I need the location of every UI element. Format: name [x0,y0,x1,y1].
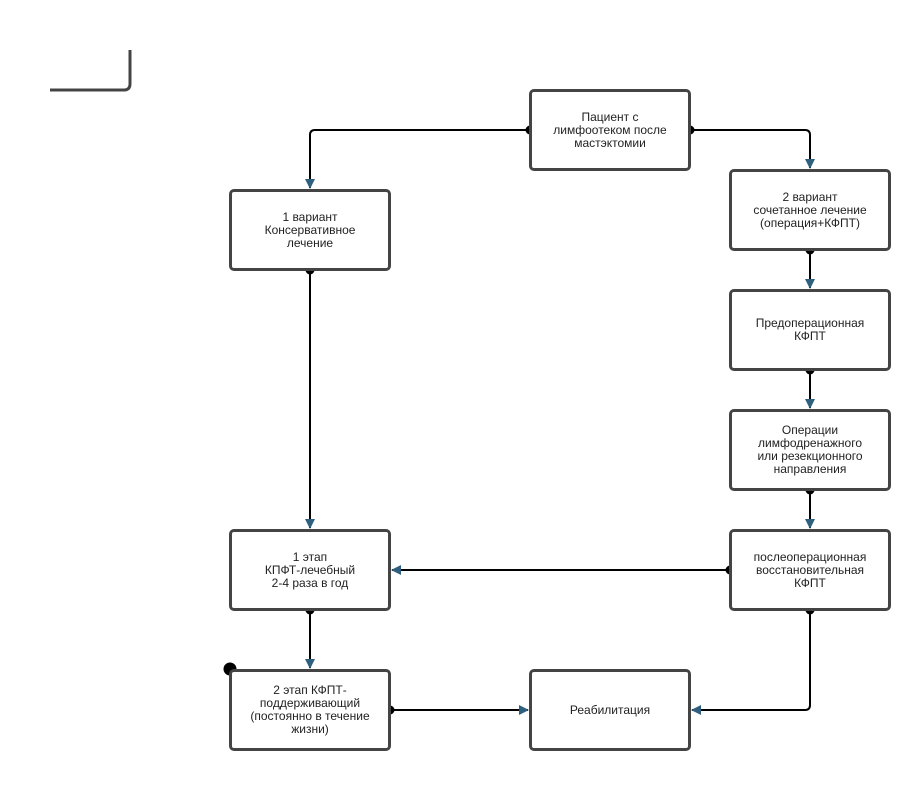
connector-patient-to-variant1 [305,129,530,189]
node-variant1[interactable]: 1 вариант Консервативное лечение [229,189,391,271]
node-stage1[interactable]: 1 этап КПФТ-лечебный 2-4 раза в год [229,529,391,611]
node-stage2-label: 2 этап КФПТ- поддерживающий (постоянно в… [250,683,370,736]
node-postop[interactable]: послеоперационная восстановительная КФПТ [729,529,891,611]
node-patient[interactable]: Пациент с лимфоотеком после мастэктомии [529,89,691,171]
node-preop-label: Предоперационная КФПТ [755,316,865,343]
node-surgery[interactable]: Операции лимфодренажного или резекционно… [729,409,891,491]
node-stage2[interactable]: 2 этап КФПТ- поддерживающий (постоянно в… [229,669,391,751]
node-preop[interactable]: Предоперационная КФПТ [729,289,891,371]
node-variant2-label: 2 вариант сочетанное лечение (операция+К… [753,189,867,230]
node-rehab-label: Реабилитация [569,702,651,717]
node-patient-label: Пациент с лимфоотеком после мастэктомии [553,109,667,150]
node-surgery-label: Операции лимфодренажного или резекционно… [757,423,863,476]
connector-postop-to-rehab [691,610,811,715]
partial-shape-corner [50,50,132,92]
node-postop-label: послеоперационная восстановительная КФПТ [753,549,867,590]
node-rehab[interactable]: Реабилитация [529,669,691,751]
node-stage1-label: 1 этап КПФТ-лечебный 2-4 раза в год [264,549,356,590]
node-variant1-label: 1 вариант Консервативное лечение [264,209,356,250]
node-variant2[interactable]: 2 вариант сочетанное лечение (операция+К… [729,169,891,251]
connector-patient-to-variant2 [690,129,815,169]
